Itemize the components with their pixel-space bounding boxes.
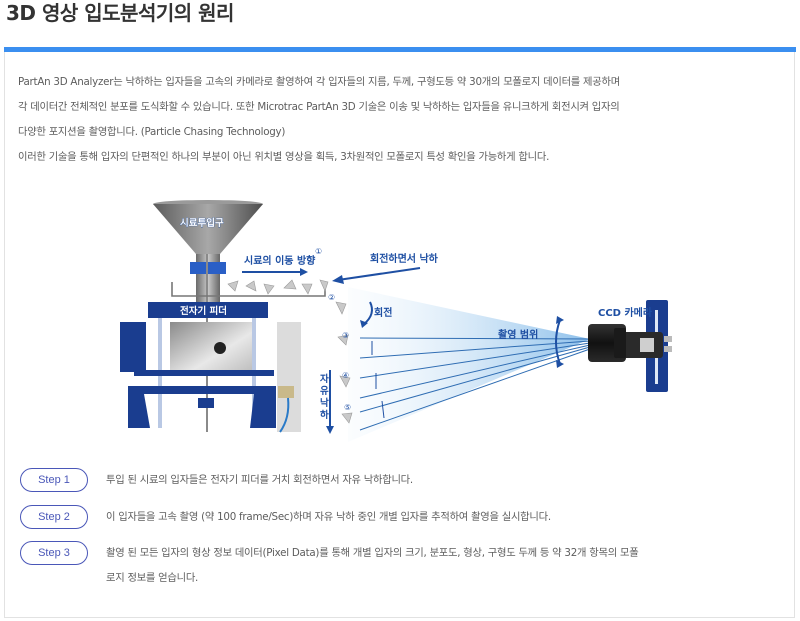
- particles: [227, 279, 353, 424]
- step-2-description: 이 입자들을 고속 촬영 (약 100 frame/Sec)하며 자유 낙하 중…: [106, 505, 786, 530]
- panel-accent-bar: [4, 47, 796, 52]
- step-1-button[interactable]: Step 1: [20, 468, 88, 492]
- intro-line: 이러한 기술을 통해 입자의 단편적인 하나의 부분이 아닌 위치별 영상을 획…: [18, 151, 550, 163]
- camera-label: CCD 카메라: [598, 306, 653, 319]
- svg-text:④: ④: [342, 371, 349, 380]
- svg-text:낙: 낙: [320, 397, 329, 409]
- rotation-label: 회전: [374, 306, 392, 319]
- svg-text:자: 자: [320, 373, 329, 385]
- svg-text:①: ①: [315, 247, 322, 256]
- step-3-description: 촬영 된 모든 입자의 형상 정보 데이터(Pixel Data)를 통해 개별…: [106, 541, 786, 591]
- intro-line: 다양한 포지션을 촬영합니다. (Particle Chasing Techno…: [18, 126, 286, 138]
- page-title: 3D 영상 입도분석기의 원리: [6, 1, 234, 25]
- svg-text:⑤: ⑤: [344, 403, 351, 412]
- step-3-button[interactable]: Step 3: [20, 541, 88, 565]
- flow-direction-label: 시료의 이동 방향: [244, 254, 316, 267]
- svg-text:유: 유: [320, 386, 329, 397]
- ccd-camera-icon: [588, 300, 672, 392]
- electromagnetic-feeder-icon: [120, 302, 301, 433]
- step-text-line: 이 입자들을 고속 촬영 (약 100 frame/Sec)하며 자유 낙하 중…: [106, 511, 551, 523]
- hopper-label: 시료투입구: [180, 217, 224, 229]
- feeder-label: 전자기 피더: [180, 305, 227, 317]
- rotate-fall-label: 회전하면서 낙하: [370, 252, 439, 265]
- principle-diagram: 촬영 범위 CCD 카메라 시료투입구 시료의 이동 방향: [120, 192, 700, 442]
- free-fall-label: 자 유 낙 하: [320, 373, 329, 421]
- capture-range-arc: [555, 319, 561, 365]
- step-1-description: 투입 된 시료의 입자들은 전자기 피더를 거치 회전하면서 자유 낙하합니다.: [106, 468, 786, 493]
- step-markers: ① ② ③ ④ ⑤: [315, 247, 351, 412]
- svg-text:②: ②: [328, 293, 335, 302]
- step-text-line: 로지 정보를 얻습니다.: [106, 572, 199, 584]
- svg-text:③: ③: [342, 331, 349, 340]
- intro-description: PartAn 3D Analyzer는 낙하하는 입자들을 고속의 카메라로 촬…: [18, 70, 786, 170]
- capture-range-label: 촬영 범위: [498, 328, 538, 341]
- intro-line: 각 데이터간 전체적인 분포를 도식화할 수 있습니다. 또한 Microtra…: [18, 101, 620, 113]
- camera-beam: [348, 287, 591, 442]
- intro-line: PartAn 3D Analyzer는 낙하하는 입자들을 고속의 카메라로 촬…: [18, 76, 620, 88]
- step-text-line: 촬영 된 모든 입자의 형상 정보 데이터(Pixel Data)를 통해 개별…: [106, 547, 639, 559]
- step-text-line: 투입 된 시료의 입자들은 전자기 피더를 거치 회전하면서 자유 낙하합니다.: [106, 474, 413, 486]
- svg-text:하: 하: [320, 409, 329, 421]
- step-2-button[interactable]: Step 2: [20, 505, 88, 529]
